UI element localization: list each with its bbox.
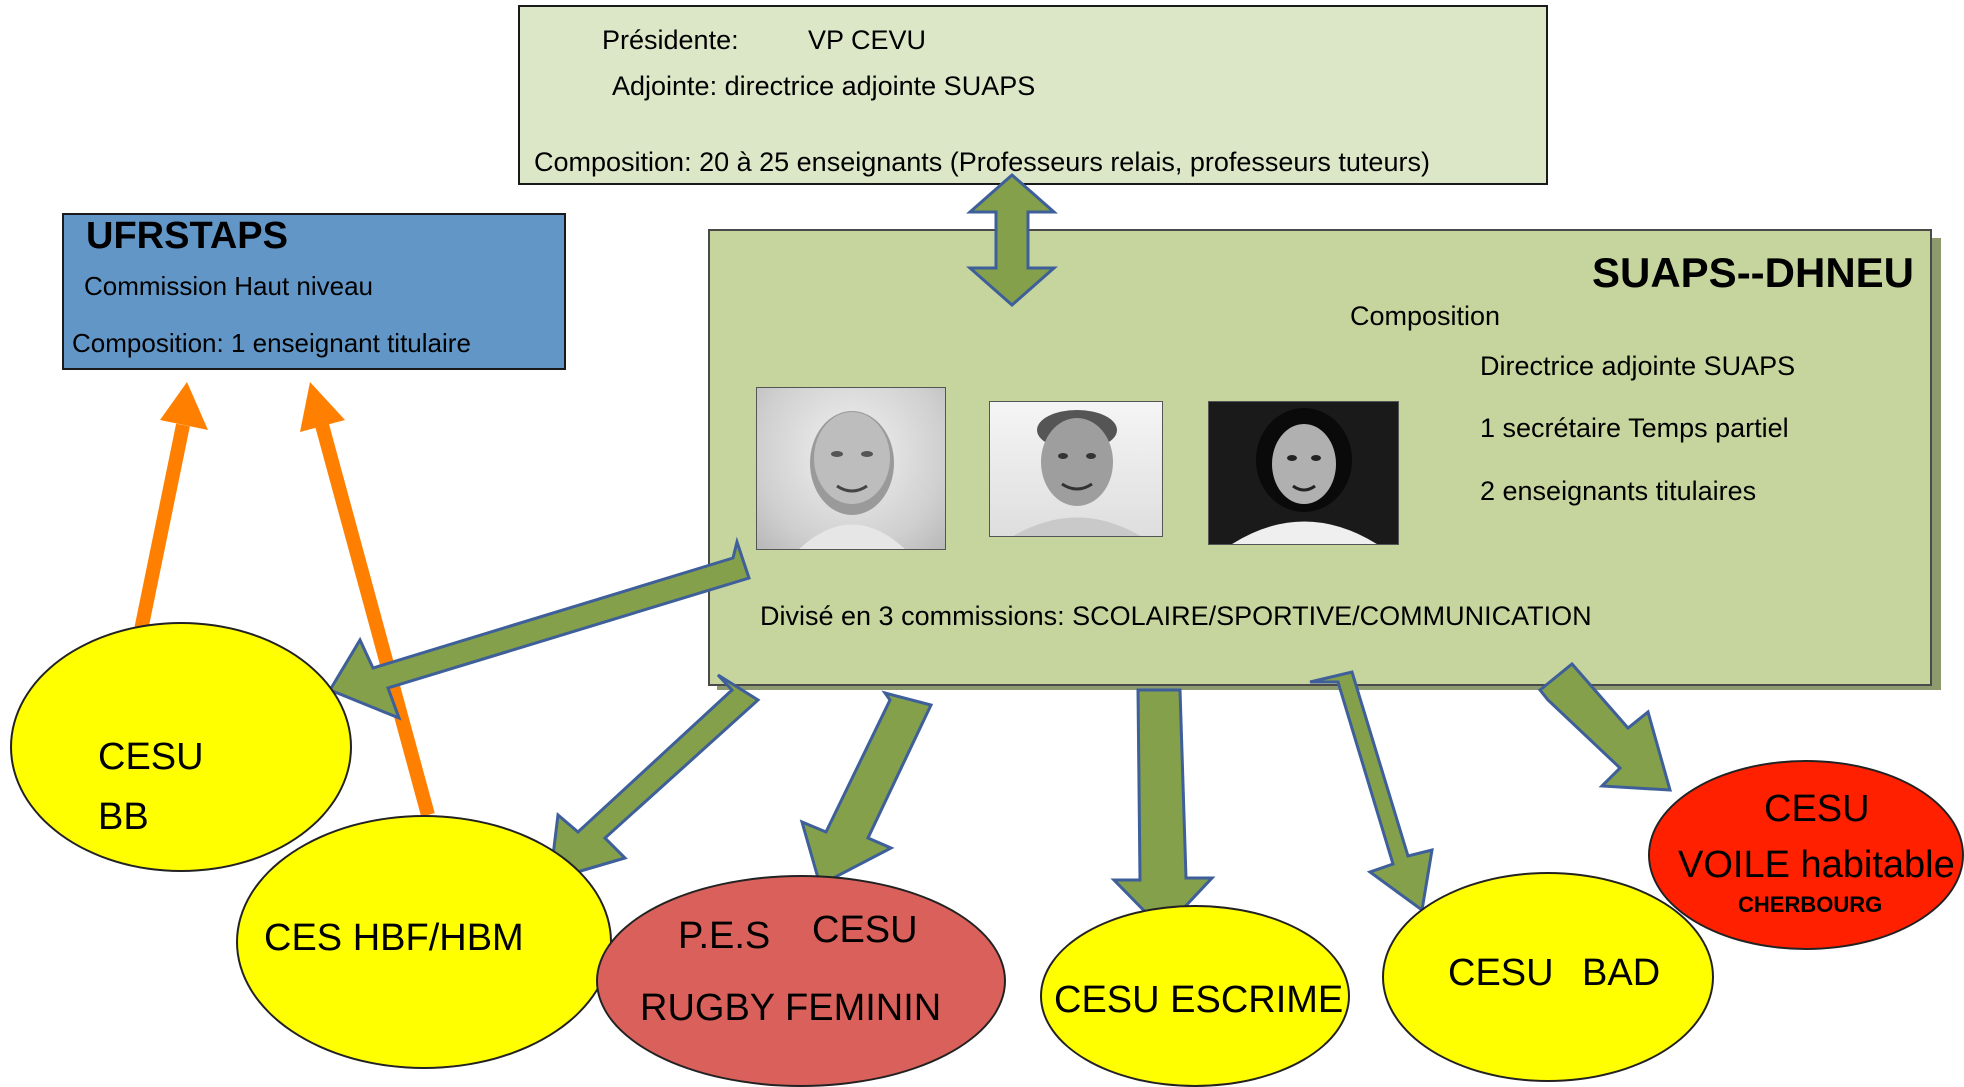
cesu-bad-bad: BAD xyxy=(1582,952,1661,994)
orange-arrow-hbf xyxy=(315,423,435,817)
ces-hbf-label: CES HBF/HBM xyxy=(264,917,524,959)
portrait-photo-3 xyxy=(1208,401,1399,545)
suaps-dhneu-box: SUAPS--DHNEU Composition Directrice adjo… xyxy=(708,229,1932,686)
green-arrow-escrime xyxy=(1110,688,1216,933)
suaps-member-3: 2 enseignants titulaires xyxy=(1480,476,1757,506)
portrait-photo-1 xyxy=(756,387,946,550)
orange-arrow-bb-head xyxy=(160,382,208,430)
cesu-bb-line2: BB xyxy=(98,796,149,838)
suaps-member-2: 1 secrétaire Temps partiel xyxy=(1480,413,1789,443)
suaps-member-1: Directrice adjointe SUAPS xyxy=(1480,351,1796,381)
cesu-voile-ellipse: CESU VOILE habitable CHERBOURG xyxy=(1648,760,1964,950)
pes-rugby-ellipse: P.E.S CESU RUGBY FEMININ xyxy=(596,875,1006,1087)
cesu-escrime-ellipse: CESU ESCRIME xyxy=(1040,905,1350,1087)
cesu-bad-cesu: CESU xyxy=(1448,952,1554,994)
adjointe-text: Adjointe: directrice adjointe SUAPS xyxy=(612,71,1036,101)
ufrstaps-title: UFRSTAPS xyxy=(86,215,288,257)
pes-cesu-label: CESU xyxy=(812,909,918,951)
green-arrow-rugby xyxy=(799,690,934,888)
cesu-voile-line3: CHERBOURG xyxy=(1738,892,1883,917)
orange-arrow-hbf-head xyxy=(300,382,345,432)
orange-arrow-bb xyxy=(133,423,190,637)
green-arrow-voile xyxy=(1537,661,1673,792)
suaps-title: SUAPS--DHNEU xyxy=(1591,249,1914,296)
ufrstaps-subtitle: Commission Haut niveau xyxy=(84,271,374,301)
green-arrow-hbf xyxy=(548,673,761,883)
ces-hbf-ellipse: CES HBF/HBM xyxy=(236,815,612,1069)
rugby-feminin-label: RUGBY FEMININ xyxy=(640,987,942,1029)
cesu-bb-line1: CESU xyxy=(98,736,204,778)
presidente-value: VP CEVU xyxy=(808,25,927,55)
top-composition-text: Composition: 20 à 25 enseignants (Profes… xyxy=(534,147,1430,177)
cesu-bb-ellipse: CESU BB xyxy=(10,622,352,872)
suaps-divise-text: Divisé en 3 commissions: SCOLAIRE/SPORTI… xyxy=(760,601,1592,631)
portrait-photo-2 xyxy=(989,401,1163,537)
ufrstaps-composition: Composition: 1 enseignant titulaire xyxy=(72,328,471,358)
cesu-bad-ellipse: CESU BAD xyxy=(1382,872,1714,1082)
cesu-escrime-label: CESU ESCRIME xyxy=(1054,979,1344,1021)
pes-label: P.E.S xyxy=(678,915,771,957)
green-arrow-bad xyxy=(1309,670,1434,913)
double-arrow xyxy=(966,173,1058,307)
suaps-composition-label: Composition xyxy=(1350,301,1501,331)
ufrstaps-box: UFRSTAPS Commission Haut niveau Composit… xyxy=(62,213,566,370)
presidente-label: Présidente: xyxy=(602,25,739,55)
cesu-voile-line1: CESU xyxy=(1764,788,1870,830)
cesu-voile-line2: VOILE habitable xyxy=(1678,844,1955,886)
presidence-box: Présidente: VP CEVU Adjointe: directrice… xyxy=(518,5,1548,185)
